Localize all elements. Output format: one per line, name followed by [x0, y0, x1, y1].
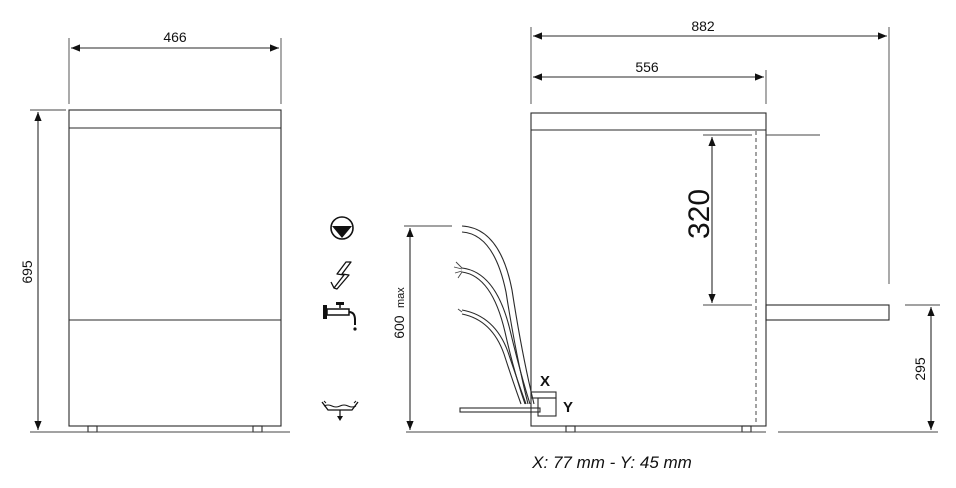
hose-height-unit: max — [395, 287, 407, 308]
front-width-dimension: 466 — [68, 29, 282, 104]
front-height-dimension: 695 — [19, 109, 66, 433]
depth-open-label: 882 — [691, 18, 715, 34]
y-marker-label: Y — [563, 399, 573, 416]
x-marker-label: X — [540, 373, 550, 390]
power-cable — [461, 267, 531, 405]
connection-icons — [321, 216, 359, 421]
depth-open-dimension: 882 — [530, 18, 890, 284]
side-body — [406, 112, 938, 433]
connection-box — [537, 397, 557, 417]
depth-label: 556 — [635, 59, 659, 75]
foot-height-dimension: 295 — [905, 304, 940, 430]
hoses — [453, 225, 557, 417]
open-door — [765, 304, 890, 321]
side-foot-left — [565, 425, 576, 433]
front-foot-left — [87, 425, 98, 433]
depth-dimension: 556 — [533, 59, 767, 104]
foot-height-label: 295 — [912, 357, 928, 381]
hose-height-value: 600 — [391, 315, 407, 339]
front-height-label: 695 — [19, 260, 35, 284]
electric-icon — [330, 261, 352, 290]
side-foot-right — [741, 425, 752, 433]
side-view: 882 556 320 — [391, 18, 940, 433]
outlet-pipe — [459, 407, 541, 413]
front-width-label: 466 — [163, 29, 187, 45]
front-body — [62, 109, 290, 433]
hose-height-dimension: 600 max — [391, 225, 452, 430]
front-view: 466 695 — [19, 29, 290, 433]
water-basin-icon — [321, 400, 359, 421]
door-label: 320 — [683, 189, 716, 239]
front-foot-right — [252, 425, 263, 433]
water-tap-icon — [323, 302, 357, 331]
drain-hose — [461, 225, 535, 405]
hose-height-label: 600 max — [391, 287, 408, 339]
drain-icon — [330, 216, 354, 240]
door-dimension: 320 — [683, 134, 752, 306]
dimension-caption: X: 77 mm - Y: 45 mm — [531, 453, 692, 472]
water-inlet-hose — [461, 309, 527, 405]
